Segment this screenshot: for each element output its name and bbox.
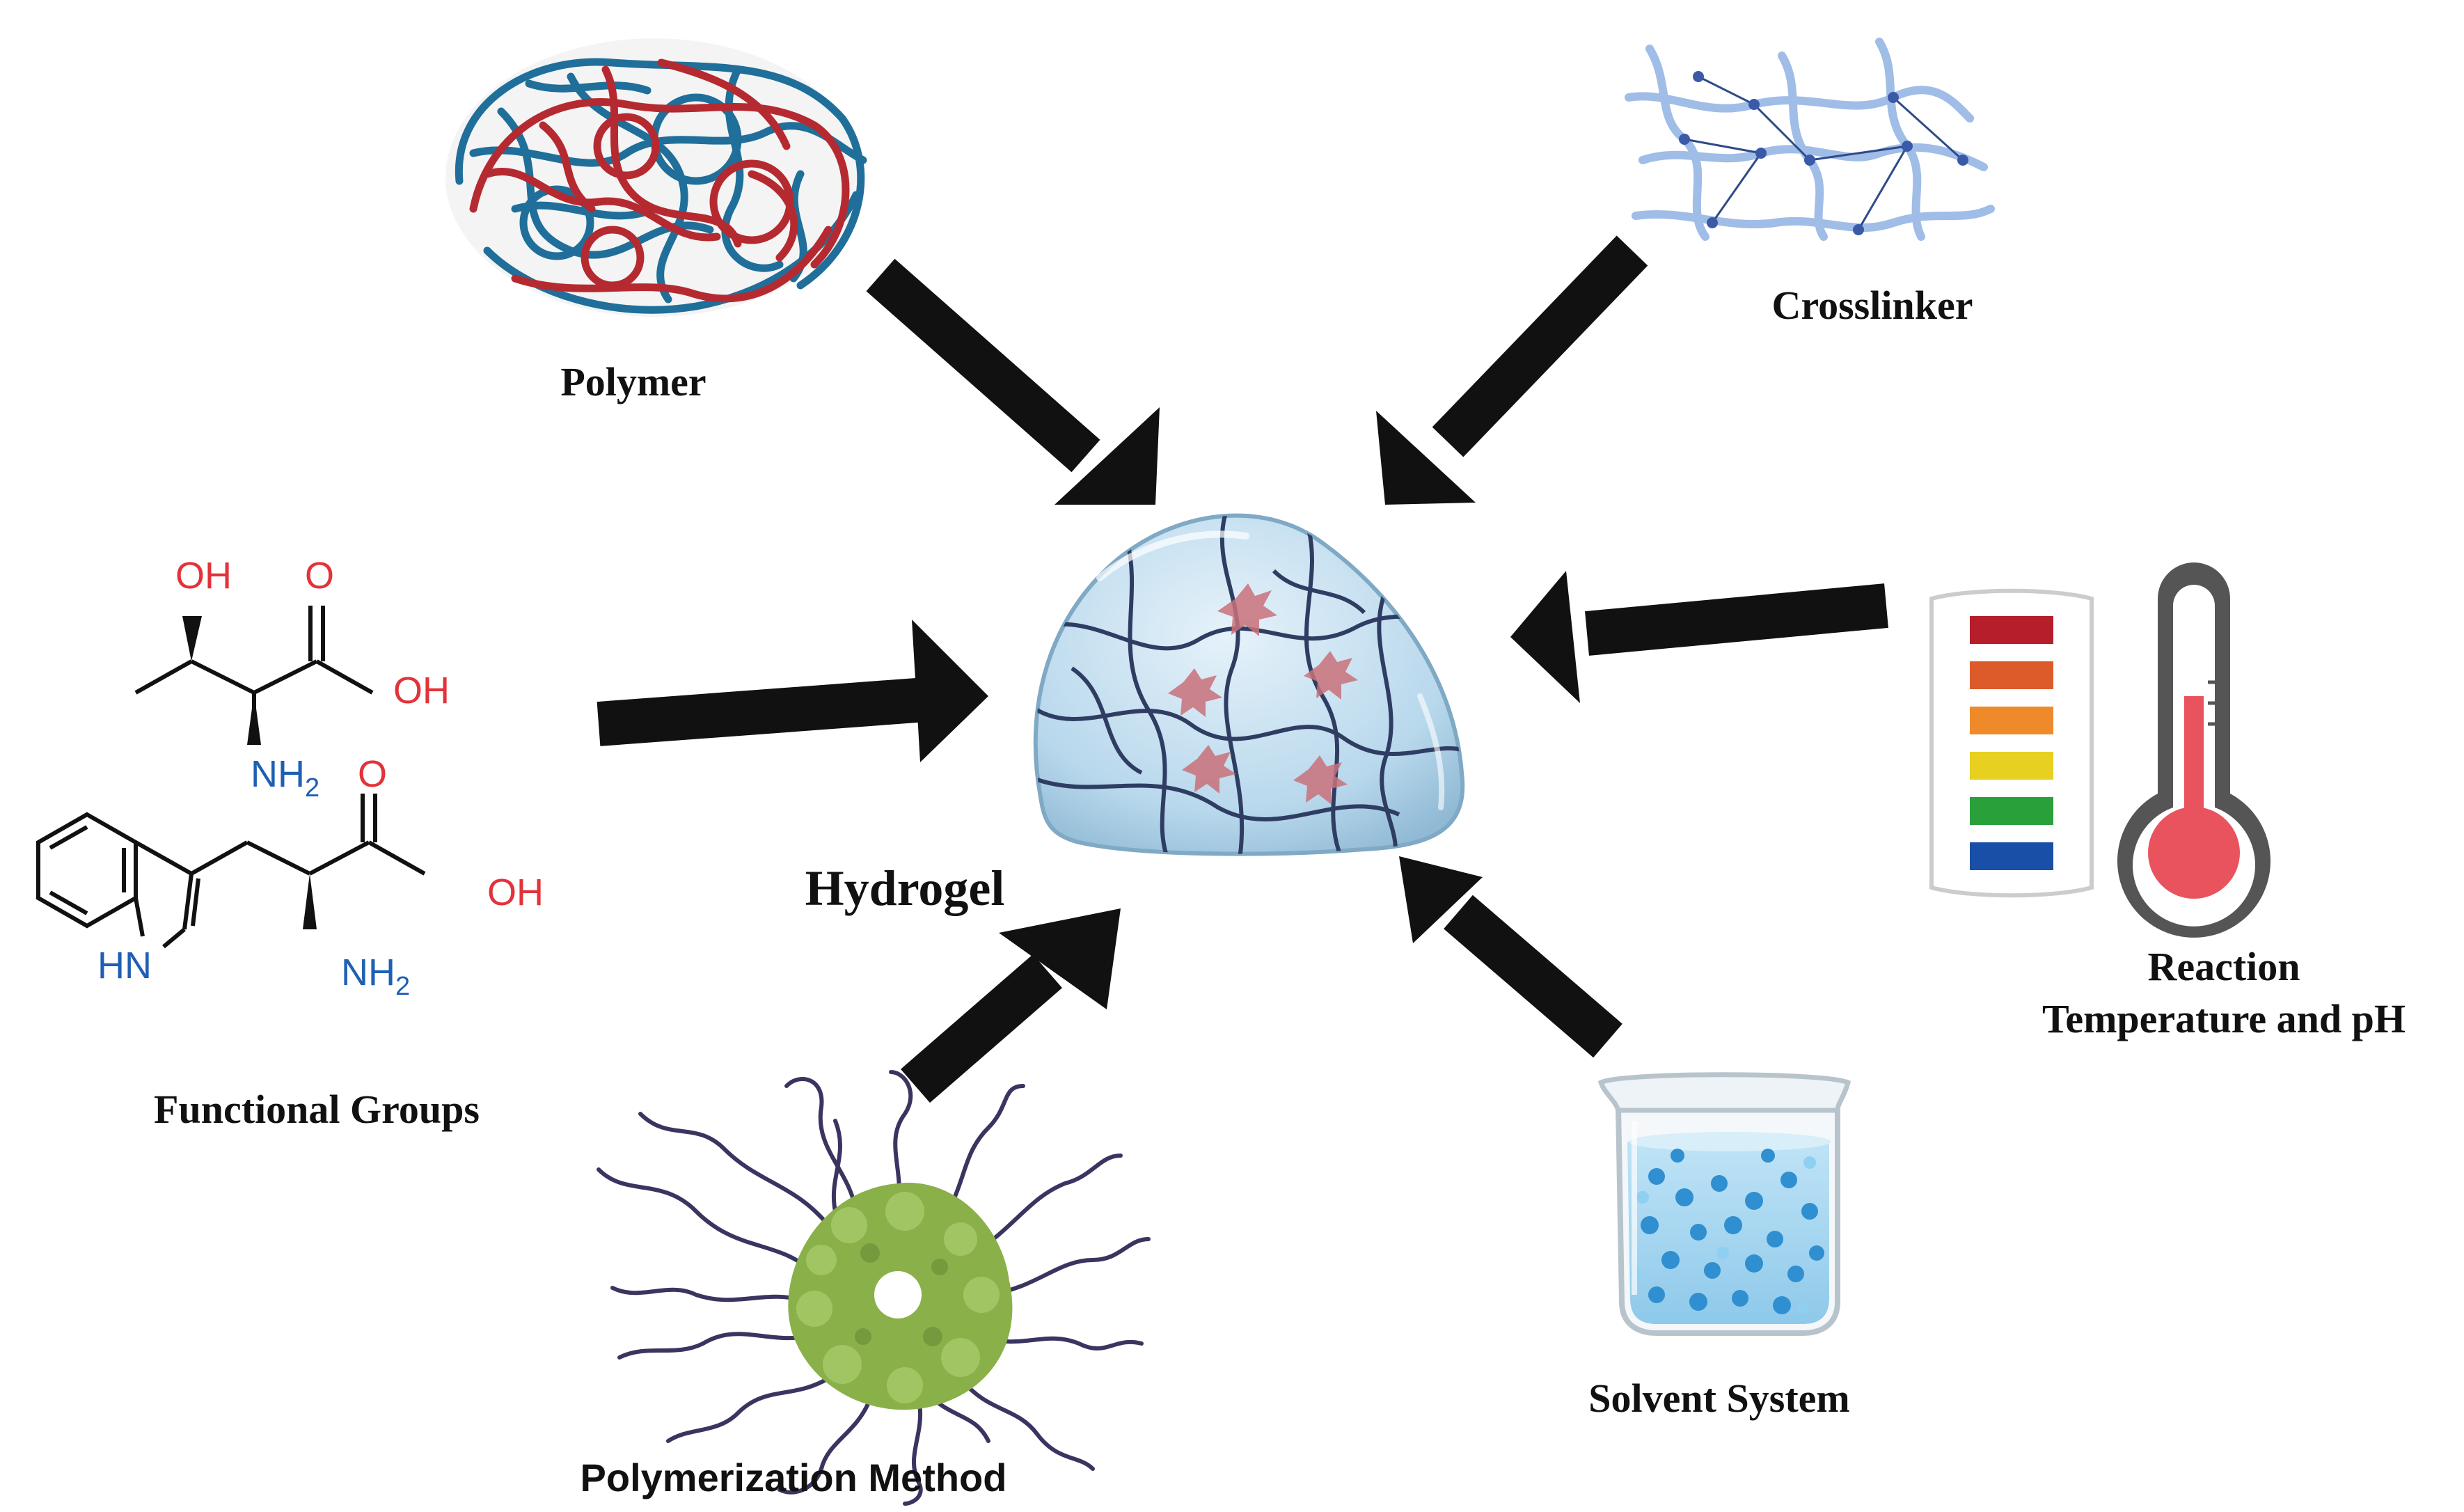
arrow-from-polymer: [866, 258, 1160, 505]
threonine-amine: NH2: [251, 753, 319, 803]
arrow-from-reaction: [1510, 571, 1888, 703]
reaction-label-line2: Temperature and pH: [2042, 996, 2406, 1041]
hydrogel-label: Hydrogel: [805, 860, 1005, 916]
arrow-from-solvent: [1399, 856, 1622, 1058]
threonine-acid-oh: OH: [393, 670, 450, 711]
tryptophan-acid-oh: OH: [487, 872, 544, 913]
polymerization-illustration: [597, 1070, 1151, 1506]
solvent-label: Solvent System: [1588, 1376, 1850, 1421]
polymerization-label: Polymerization Method: [580, 1456, 1007, 1499]
arrow-from-functional-groups: [597, 620, 988, 762]
threonine-carbonyl-o: O: [305, 555, 334, 597]
threonine-structure: OH O OH NH2: [134, 555, 450, 803]
polymer-illustration: [445, 38, 867, 317]
arrow-from-polymerization: [901, 908, 1121, 1103]
crosslinker-label: Crosslinker: [1771, 283, 1973, 328]
threonine-oh-top: OH: [175, 555, 232, 597]
thermometer-icon: [2117, 562, 2270, 938]
tryptophan-structure: O OH HN NH2: [36, 753, 544, 1001]
tryptophan-carbonyl-o: O: [358, 753, 387, 795]
arrow-from-crosslinker: [1376, 235, 1648, 505]
functional-groups-label: Functional Groups: [154, 1087, 480, 1132]
crosslinker-illustration: [1625, 38, 1995, 241]
ph-strip-illustration: [1929, 588, 2094, 898]
beaker-illustration: [1597, 1072, 1851, 1336]
functional-groups-illustration: OH O OH NH2: [36, 555, 544, 1001]
tryptophan-ring-nh: HN: [97, 945, 152, 986]
tryptophan-amine: NH2: [341, 952, 410, 1001]
polymer-label: Polymer: [560, 359, 706, 404]
hydrogel-illustration: [1033, 513, 1465, 856]
reaction-label-line1: Reaction: [2147, 944, 2300, 989]
